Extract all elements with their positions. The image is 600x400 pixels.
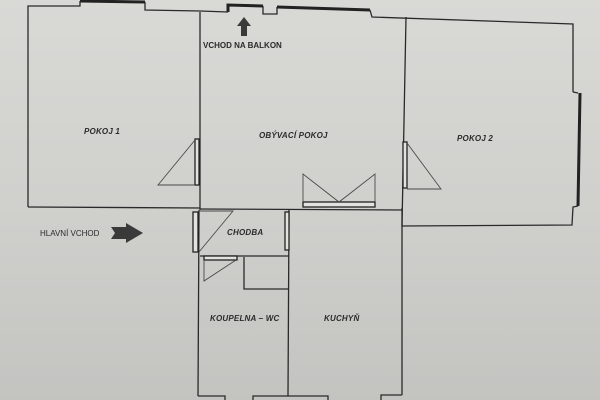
room-label-pokoj-1: POKOJ 1 <box>84 127 121 136</box>
room-label-koupelna-wc: KOUPELNA – WC <box>210 314 280 323</box>
balcony-entrance-label: VCHOD NA BALKON <box>203 41 282 50</box>
room-label-chodba: CHODBA <box>227 228 264 237</box>
arrow-right-icon <box>111 223 143 243</box>
outer-walls <box>27 0 582 400</box>
room-label-obyvaci-pokoj: OBÝVACÍ POKOJ <box>259 131 328 140</box>
room-label-pokoj-2: POKOJ 2 <box>457 134 494 143</box>
doors <box>157 138 442 282</box>
arrow-up-icon <box>237 17 251 36</box>
main-entrance-label: HLAVNÍ VCHOD <box>40 229 100 238</box>
room-label-kuchyn: KUCHYŇ <box>324 314 360 323</box>
